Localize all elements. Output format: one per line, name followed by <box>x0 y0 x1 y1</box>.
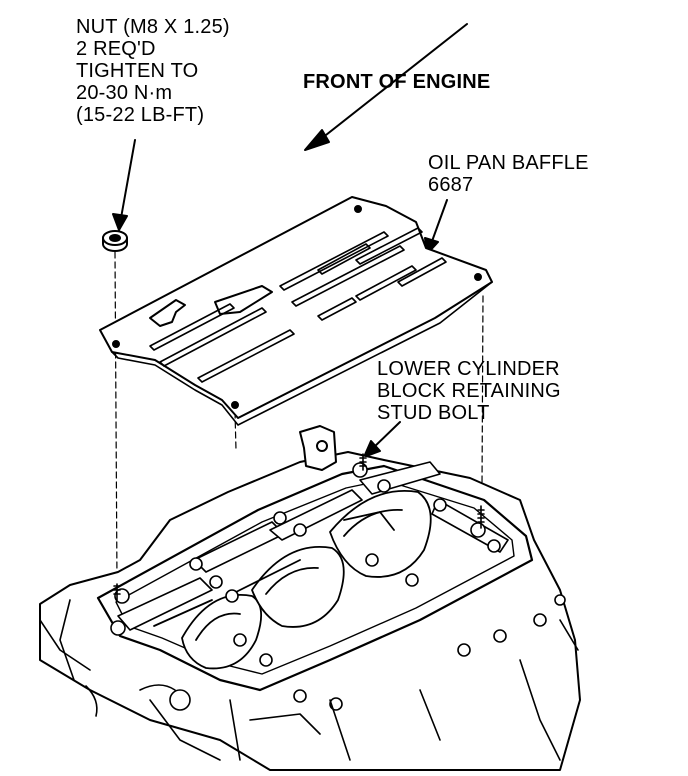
baffle-alignment-line-right <box>481 295 484 487</box>
nut-callout: NUT (M8 X 1.25) 2 REQ'D TIGHTEN TO 20-30… <box>76 16 230 126</box>
stud-bolt-callout: LOWER CYLINDER BLOCK RETAINING STUD BOLT <box>377 358 561 424</box>
oil-pan-baffle-plate <box>99 196 493 426</box>
oil-pan-baffle-callout: OIL PAN BAFFLE 6687 <box>428 152 589 196</box>
stud-leader-arrow <box>363 421 401 458</box>
nut-callout-line-1: NUT (M8 X 1.25) <box>76 16 230 38</box>
front-arrow <box>304 23 468 151</box>
front-of-engine-label: FRONT OF ENGINE <box>303 71 491 93</box>
engine-block <box>39 425 581 771</box>
nut-part <box>102 230 128 252</box>
baffle-alignment-line-left <box>234 411 237 451</box>
nut-callout-line-2: 2 REQ'D <box>76 38 156 60</box>
stud-bolt-line-3: STUD BOLT <box>377 402 490 424</box>
stud-bolt-line-1: LOWER CYLINDER <box>377 358 560 380</box>
oil-pan-baffle-line-2: 6687 <box>428 174 474 196</box>
oil-pan-baffle-line-1: OIL PAN BAFFLE <box>428 152 589 174</box>
nut-callout-line-5: (15-22 LB-FT) <box>76 104 205 126</box>
nut-leader-arrow <box>112 139 136 231</box>
nut-callout-line-3: TIGHTEN TO <box>76 60 199 82</box>
nut-alignment-line <box>114 251 118 583</box>
stud-bolt-line-2: BLOCK RETAINING <box>377 380 561 402</box>
baffle-leader-arrow <box>424 199 448 255</box>
nut-callout-line-4: 20-30 N·m <box>76 82 173 104</box>
